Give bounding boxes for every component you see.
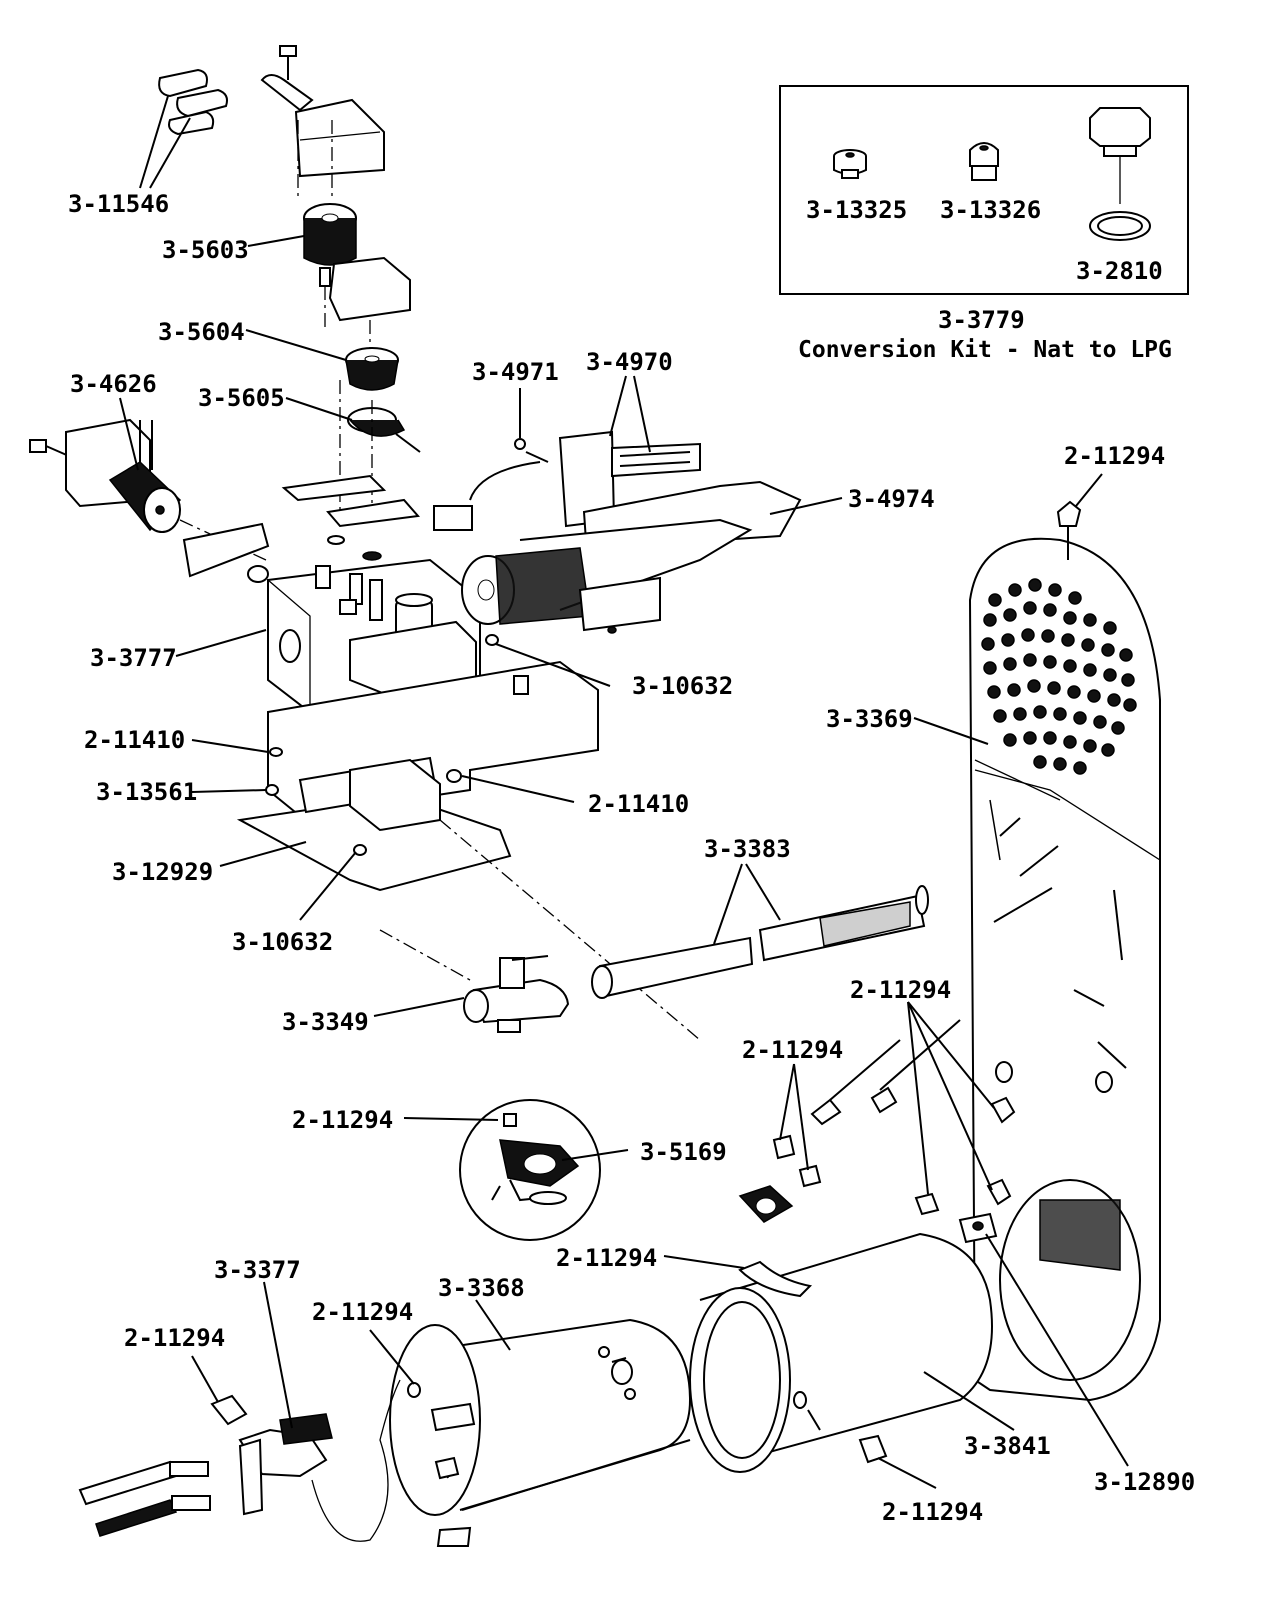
coil-4626 [29,418,267,561]
label-2-11294-top: 2-11294 [1064,442,1165,470]
coil-5604 [345,347,399,391]
part-labels: 3-11546 3-5603 3-5604 3-5605 3-4626 3-49… [68,190,1195,1526]
label-2-11294-bottom: 2-11294 [882,1498,983,1526]
label-2-11410-right: 2-11410 [588,790,689,818]
mounting-plate-12929 [236,660,701,1041]
label-2-11294-mid: 2-11294 [742,1036,843,1064]
label-3-5605: 3-5605 [198,384,285,412]
mid-bracket [319,256,411,370]
kit-part-label-13325: 3-13325 [806,196,907,224]
label-3-3383: 3-3383 [704,835,791,863]
heat-shield-3369 [968,500,1161,1402]
label-2-11294-tube: 2-11294 [556,1244,657,1272]
label-3-4974: 3-4974 [848,485,935,513]
label-3-3349: 3-3349 [282,1008,369,1036]
label-3-4970: 3-4970 [586,348,673,376]
terminal-caps-11546 [158,68,228,136]
coil-5605 [339,380,421,520]
label-3-13561: 3-13561 [96,778,197,806]
leader-lines [119,95,1129,1489]
burner-4974 [461,480,802,634]
kit-title-label: Conversion Kit - Nat to LPG [798,337,1172,363]
limit-switch-inset [459,1099,601,1241]
tube-3368 [389,1318,692,1547]
label-3-4971: 3-4971 [472,358,559,386]
valve-assembly-drawing [29,45,929,1041]
label-3-11546: 3-11546 [68,190,169,218]
pipe-3383 [591,885,929,999]
switch-bracket-3377 [78,1379,401,1542]
gas-valve-3349 [463,955,570,1033]
label-3-3777: 3-3777 [90,644,177,672]
label-3-3368: 3-3368 [438,1274,525,1302]
label-2-11294-left: 2-11294 [124,1324,225,1352]
label-3-12929: 3-12929 [112,858,213,886]
orifice-13325-drawing [833,149,867,179]
kit-part-label-2810: 3-2810 [1076,257,1163,285]
conversion-kit-box: 3-13325 3-13326 3-2810 [779,85,1189,295]
label-3-5604: 3-5604 [158,318,245,346]
orifice-13326-drawing [969,142,999,181]
coil-5603 [303,203,357,266]
wire-leads-right [810,1019,961,1126]
label-3-10632-upper: 3-10632 [632,672,733,700]
label-3-3369: 3-3369 [826,705,913,733]
label-3-4626: 3-4626 [70,370,157,398]
igniter-4970 [433,430,701,531]
label-2-11294-inset: 2-11294 [292,1106,393,1134]
label-3-5169: 3-5169 [640,1138,727,1166]
label-2-11294-drum: 2-11294 [312,1298,413,1326]
vent-holes [981,578,1137,775]
label-2-11410-left: 2-11410 [84,726,185,754]
label-3-12890: 3-12890 [1094,1468,1195,1496]
label-2-11294-right: 2-11294 [850,976,951,1004]
kit-number-label: 3-3779 [938,306,1025,334]
top-bracket [260,45,385,200]
kit-part-label-13326: 3-13326 [940,196,1041,224]
label-3-10632-lower: 3-10632 [232,928,333,956]
cap-oring-2810-drawing [1089,107,1151,241]
limit-switch-5169 [738,1185,794,1223]
label-3-3377: 3-3377 [214,1256,301,1284]
label-3-5603: 3-5603 [162,236,249,264]
screws-right [772,1096,1016,1216]
label-3-3841: 3-3841 [964,1432,1051,1460]
tube-3841 [689,1212,998,1473]
